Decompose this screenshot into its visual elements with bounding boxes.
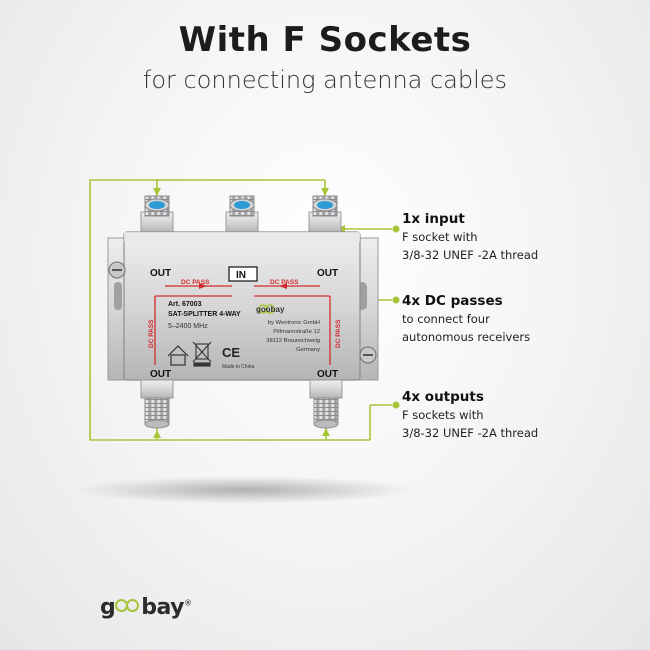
- leader-dots: [392, 225, 400, 409]
- dc-pass-lines: [154, 285, 331, 365]
- port-label-out-bottom-right: OUT: [317, 369, 338, 380]
- splitter-housing: [123, 231, 361, 381]
- port-label-in: IN: [236, 270, 246, 281]
- callout-input: 1x input F socket with 3/8-32 UNEF -2A t…: [402, 210, 538, 264]
- house-icon: [167, 345, 189, 366]
- manufacturer-line-1: by Wentronic GmbH: [268, 320, 320, 326]
- callout-outputs-line-2: 3/8-32 UNEF -2A thread: [402, 426, 539, 440]
- brand-oo-icon: [115, 599, 141, 615]
- dc-pass-arrows: [199, 283, 287, 289]
- model-name: SAT-SPLITTER 4-WAY: [168, 311, 241, 318]
- page-subtitle: for connecting antenna cables: [142, 66, 508, 94]
- callout-outputs-line-1: F sockets with: [402, 408, 484, 422]
- callout-input-heading: 1x input: [402, 211, 465, 227]
- frequency-range: 5–2400 MHz: [168, 323, 208, 330]
- manufacturer-line-2: Pillmannstraße 12: [273, 329, 320, 335]
- manufacturer-line-4: Germany: [296, 347, 320, 353]
- in-label-box: [228, 266, 258, 282]
- callout-dc-passes: 4x DC passes to connect four autonomous …: [402, 292, 530, 346]
- top-socket-left: [140, 195, 174, 233]
- weee-bin-icon: [192, 341, 212, 367]
- callout-outputs-heading: 4x outputs: [402, 389, 484, 405]
- dc-pass-label-left: DC PASS: [148, 319, 155, 348]
- bottom-socket-left: [140, 379, 174, 429]
- registered-mark: ®: [184, 598, 192, 608]
- dc-pass-label-right: DC PASS: [335, 319, 342, 348]
- page-title: With F Sockets: [178, 20, 472, 60]
- callout-outputs: 4x outputs F sockets with 3/8-32 UNEF -2…: [402, 388, 538, 442]
- callout-dc-passes-line-2: autonomous receivers: [402, 330, 531, 344]
- callout-dc-passes-heading: 4x DC passes: [402, 293, 503, 309]
- callout-input-line-2: 3/8-32 UNEF -2A thread: [402, 248, 539, 262]
- brand-suffix: bay: [141, 595, 185, 620]
- ce-mark: CE: [222, 345, 240, 360]
- brand-prefix: g: [100, 595, 116, 620]
- screw-right: [359, 346, 377, 364]
- top-socket-center: [225, 195, 259, 233]
- dc-pass-label-top-left: DC PASS: [181, 279, 210, 286]
- port-label-out-bottom-left: OUT: [150, 369, 171, 380]
- device-brand: goobay: [256, 305, 285, 314]
- callout-input-line-1: F socket with: [402, 230, 478, 244]
- bottom-socket-right: [309, 379, 343, 429]
- dc-pass-label-top-right: DC PASS: [270, 279, 299, 286]
- top-socket-right: [308, 195, 342, 233]
- device-logo-mark: [258, 304, 275, 314]
- manufacturer-line-3: 38112 Braunschweig: [266, 338, 320, 344]
- made-in-label: Made in China: [222, 364, 254, 370]
- device-shadow: [75, 476, 415, 504]
- port-label-out-top-right: OUT: [317, 268, 338, 279]
- screw-left: [108, 261, 126, 279]
- article-number: Art. 67003: [168, 301, 202, 308]
- callout-dc-passes-line-1: to connect four: [402, 312, 490, 326]
- port-label-out-top-left: OUT: [150, 268, 171, 279]
